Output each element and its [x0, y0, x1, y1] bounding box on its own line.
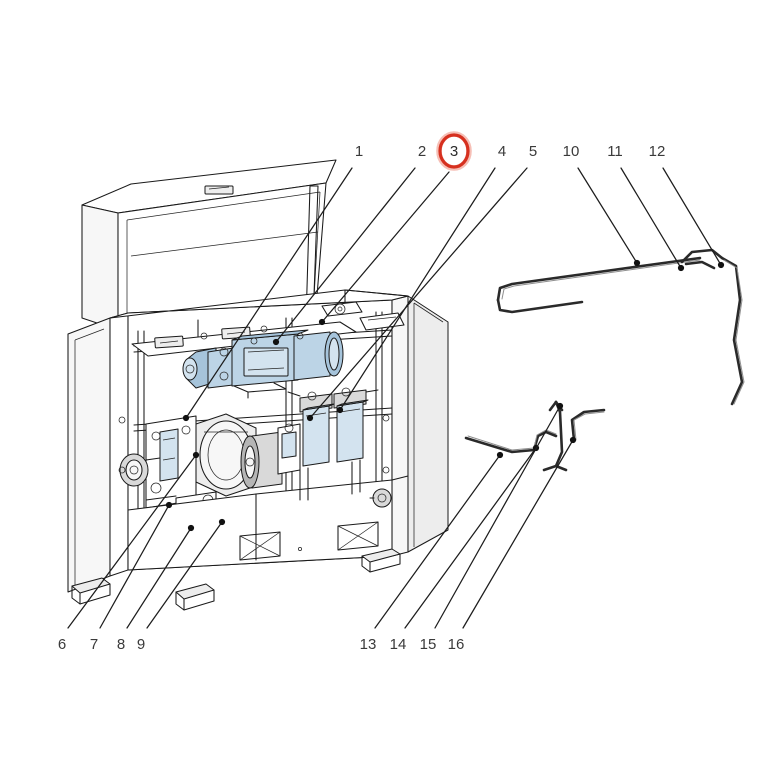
callout-leader-12	[662, 167, 722, 266]
callout-number-13[interactable]: 13	[360, 636, 377, 653]
callout-anchor-dot-12	[717, 261, 725, 269]
machine-hood	[81, 159, 337, 331]
callout-leader-2	[275, 167, 416, 343]
callout-leader-15	[434, 405, 561, 629]
callout-leader-14	[404, 447, 537, 629]
callout-number-6[interactable]: 6	[58, 636, 66, 653]
callout-anchor-dot-8	[187, 524, 195, 532]
callout-anchor-dot-13	[496, 451, 504, 459]
callout-anchor-dot-10	[633, 259, 641, 267]
callout-anchor-dot-2	[272, 338, 280, 346]
callout-number-2[interactable]: 2	[418, 143, 426, 160]
callout-number-12[interactable]: 12	[649, 143, 666, 160]
callout-number-3[interactable]: 3	[450, 143, 458, 160]
callout-leader-3	[321, 171, 450, 323]
callout-number-14[interactable]: 14	[390, 636, 407, 653]
callout-number-10[interactable]: 10	[563, 143, 580, 160]
tube-parts-upper-right	[496, 248, 745, 406]
callout-leader-16	[462, 439, 574, 629]
callout-anchor-dot-7	[165, 501, 173, 509]
misc-hardware-details	[118, 414, 392, 508]
callout-leader-1	[185, 167, 353, 419]
callout-anchor-dot-1	[182, 414, 190, 422]
machine-base-plinth	[127, 475, 409, 571]
callout-leader-10	[577, 167, 638, 264]
machine-feet	[71, 548, 401, 611]
callout-leader-5	[309, 167, 528, 419]
callout-number-1[interactable]: 1	[355, 143, 363, 160]
callout-leader-9	[146, 521, 223, 629]
blue-cylinder-assembly	[182, 329, 344, 399]
callout-number-4[interactable]: 4	[498, 143, 506, 160]
callout-anchor-dot-16	[569, 436, 577, 444]
callout-anchor-dot-5	[306, 414, 314, 422]
callout-anchor-dot-6	[192, 451, 200, 459]
callout-leader-11	[620, 167, 682, 269]
callout-number-5[interactable]: 5	[529, 143, 537, 160]
callout-leader-4	[339, 167, 496, 411]
callout-leader-6	[67, 454, 197, 629]
callout-number-9[interactable]: 9	[137, 636, 145, 653]
callout-number-15[interactable]: 15	[420, 636, 437, 653]
callout-leader-lines	[67, 167, 725, 629]
callout-leader-8	[126, 527, 192, 629]
machine-assembly	[67, 159, 449, 611]
deck-hinge-block	[321, 301, 405, 331]
callout-anchor-dot-4	[336, 406, 344, 414]
callout-anchor-dot-11	[677, 264, 685, 272]
callout-anchor-dot-15	[556, 402, 564, 410]
callout-number-8[interactable]: 8	[117, 636, 125, 653]
callout-number-7[interactable]: 7	[90, 636, 98, 653]
callout-anchor-dot-9	[218, 518, 226, 526]
highlight-marker-3	[436, 131, 472, 171]
callout-anchor-dot-3	[318, 318, 326, 326]
callout-leader-7	[99, 504, 170, 629]
tube-parts-lower-right	[464, 400, 606, 472]
callout-number-16[interactable]: 16	[448, 636, 465, 653]
callout-number-11[interactable]: 11	[607, 143, 623, 160]
callout-leader-13	[374, 454, 501, 629]
